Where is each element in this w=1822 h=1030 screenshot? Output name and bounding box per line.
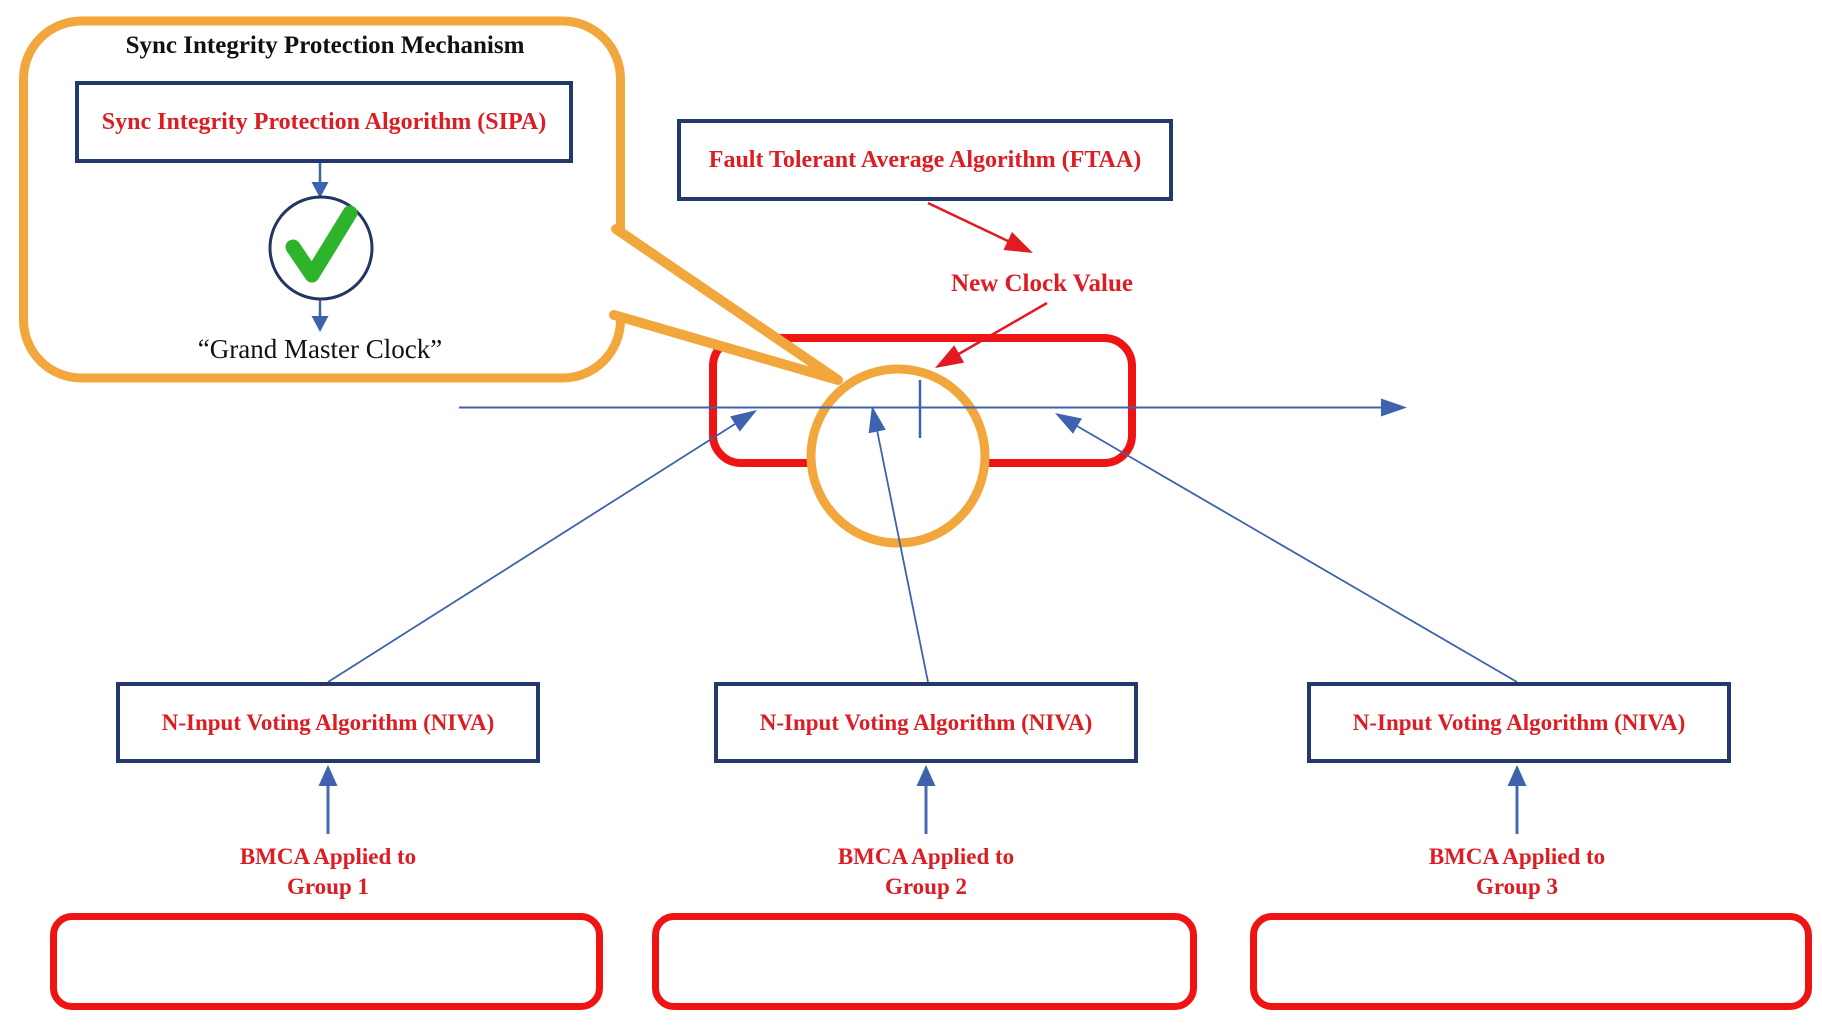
- grand-master-clock-label: “Grand Master Clock”: [197, 334, 443, 364]
- bmca-label-3-line1: BMCA Applied to: [1428, 844, 1606, 869]
- callout-tail: [609, 224, 843, 385]
- niva1-to-timeline-line: [327, 423, 736, 683]
- bmca3-arrowhead-icon: [1507, 765, 1527, 786]
- niva-box-2: N-Input Voting Algorithm (NIVA): [714, 682, 1138, 763]
- bmca-label-1-line1: BMCA Applied to: [239, 844, 417, 869]
- ftaa-box: Fault Tolerant Average Algorithm (FTAA): [677, 119, 1173, 201]
- ftaa-to-label-arrow-line: [927, 201, 1011, 244]
- bmca-label-3-line2: Group 3: [1475, 874, 1559, 899]
- group-1-slot: [50, 913, 603, 1010]
- label-to-tick-arrowhead-icon: [935, 345, 965, 368]
- group-3-slot: [1250, 913, 1812, 1010]
- bmca-label-2-line1: BMCA Applied to: [837, 844, 1015, 869]
- niva3-arrowhead-icon: [1055, 413, 1082, 434]
- bmca2-arrowhead-icon: [916, 765, 936, 786]
- bmca-label-2: BMCA Applied to Group 2: [796, 842, 1056, 902]
- callout-title: Sync Integrity Protection Mechanism: [125, 32, 525, 59]
- check-to-gmc-arrowhead-icon: [311, 316, 329, 332]
- checkmark-icon: [285, 205, 358, 283]
- niva1-arrowhead-icon: [730, 410, 757, 432]
- bmca-label-1: BMCA Applied to Group 1: [198, 842, 458, 902]
- niva-label-1: N-Input Voting Algorithm (NIVA): [161, 709, 495, 735]
- niva3-to-timeline-line: [1076, 425, 1518, 683]
- bmca-label-2-line2: Group 2: [884, 874, 968, 899]
- niva-box-3: N-Input Voting Algorithm (NIVA): [1307, 682, 1731, 763]
- label-to-tick-arrow-line: [956, 301, 1048, 357]
- bmca-label-3: BMCA Applied to Group 3: [1387, 842, 1647, 902]
- sipa-to-check-arrowhead-icon: [311, 182, 329, 198]
- sipa-box: Sync Integrity Protection Algorithm (SIP…: [75, 81, 573, 163]
- timeline-axis-arrowhead-icon: [1381, 398, 1407, 417]
- niva2-arrowhead-icon: [868, 406, 886, 434]
- bmca1-arrowhead-icon: [318, 765, 338, 786]
- sipa-label: Sync Integrity Protection Algorithm (SIP…: [101, 108, 547, 135]
- ftaa-to-label-arrowhead-icon: [1003, 232, 1033, 253]
- niva-box-1: N-Input Voting Algorithm (NIVA): [116, 682, 540, 763]
- bmca-label-1-line2: Group 1: [286, 874, 370, 899]
- selection-circle: [806, 364, 990, 548]
- niva2-to-timeline-line: [876, 429, 929, 683]
- ftaa-label: Fault Tolerant Average Algorithm (FTAA): [708, 146, 1142, 173]
- new-clock-value-label: New Clock Value: [951, 270, 1133, 297]
- group-2-slot: [652, 913, 1197, 1010]
- niva-label-3: N-Input Voting Algorithm (NIVA): [1352, 709, 1686, 735]
- niva-label-2: N-Input Voting Algorithm (NIVA): [759, 709, 1093, 735]
